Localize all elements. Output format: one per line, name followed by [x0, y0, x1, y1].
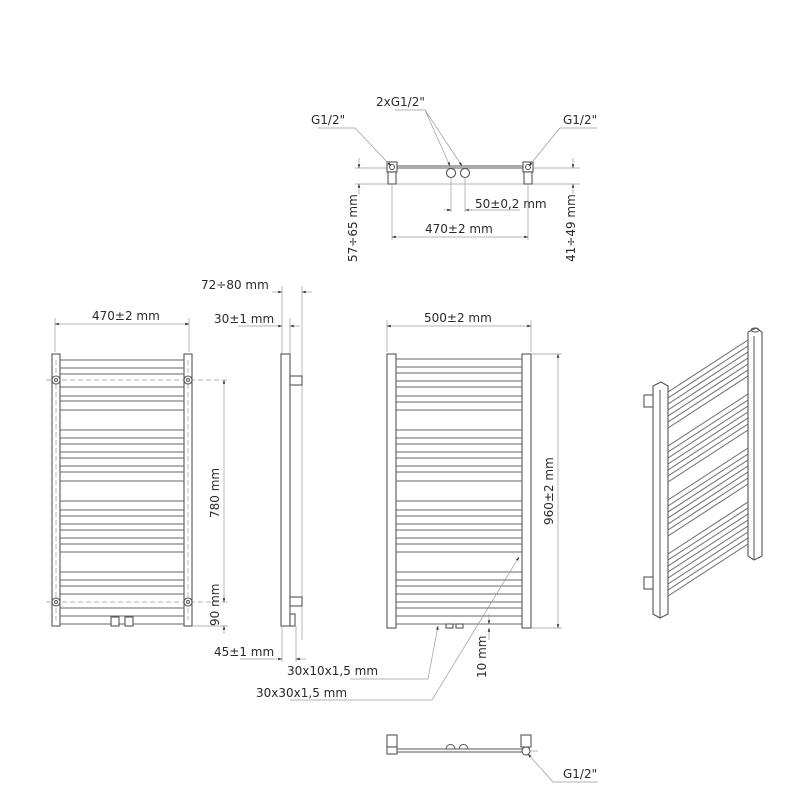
back-valve-2: [455, 623, 464, 629]
valve-left: [110, 616, 120, 627]
back-left-upright: [386, 353, 397, 629]
bottom-valve-2-icon: [458, 744, 469, 750]
label-45mm: 45±1 mm: [214, 645, 274, 659]
side-bracket-bottom: [289, 596, 303, 607]
front-bars: [60, 359, 184, 625]
bottom-left-bracket: [386, 734, 398, 748]
label-960mm: 960±2 mm: [542, 457, 556, 525]
front-view: 470±2 mm: [46, 309, 228, 634]
top-view: G1/2" 2xG1/2" G1/2" 50±0,2 mm 470±2 mm 5…: [311, 95, 597, 262]
label-left-g12: G1/2": [311, 113, 345, 127]
back-right-upright: [521, 353, 532, 629]
label-780mm: 780 mm: [208, 468, 222, 518]
label-g12-bottom: G1/2": [563, 767, 597, 781]
label-30x10: 30x10x1,5 mm: [287, 664, 378, 678]
side-valve: [289, 613, 296, 627]
label-41-49mm: 41÷49 mm: [564, 194, 578, 262]
back-bars: [396, 358, 522, 625]
bottom-right-bracket: [520, 734, 532, 748]
side-view: 72÷80 mm 30±1 mm 45±1 mm: [201, 278, 312, 662]
right-mount: [523, 171, 533, 185]
label-30x30: 30x30x1,5 mm: [256, 686, 347, 700]
label-72-80mm: 72÷80 mm: [201, 278, 269, 292]
label-90mm: 90 mm: [208, 584, 222, 626]
side-bracket-top: [289, 375, 303, 386]
iso-bars: [667, 339, 749, 597]
side-upright: [280, 353, 291, 627]
bottom-connection-icon: [521, 746, 531, 756]
center-connection-1-icon: [445, 167, 457, 179]
left-mount: [387, 171, 397, 185]
iso-bracket-bottom: [643, 576, 654, 590]
label-2xg12: 2xG1/2": [376, 95, 425, 109]
bottom-valve-1-icon: [445, 744, 456, 750]
label-50mm: 50±0,2 mm: [475, 197, 547, 211]
back-view: 500±2 mm: [256, 311, 562, 701]
right-connection-icon: [525, 164, 531, 170]
label-470mm-top: 470±2 mm: [425, 222, 493, 236]
iso-bracket-top: [643, 394, 654, 408]
mount-bottom-left-icon: [51, 597, 61, 607]
right-bracket: [522, 161, 534, 173]
mount-top-right-icon: [183, 375, 193, 385]
left-connection-icon: [389, 164, 395, 170]
label-right-g12: G1/2": [563, 113, 597, 127]
bottom-view: G1/2": [386, 734, 598, 783]
label-10mm: 10 mm: [475, 636, 489, 678]
label-30mm: 30±1 mm: [214, 312, 274, 326]
center-connection-2-icon: [459, 167, 471, 179]
mount-bottom-right-icon: [183, 597, 193, 607]
valve-right: [124, 616, 134, 627]
label-470mm-front: 470±2 mm: [92, 309, 160, 323]
back-valve-1: [445, 623, 454, 629]
label-500mm: 500±2 mm: [424, 311, 492, 325]
bottom-left-mount: [386, 746, 398, 755]
mount-top-left-icon: [51, 375, 61, 385]
label-57-65mm: 57÷65 mm: [346, 194, 360, 262]
isometric-view: [643, 327, 763, 619]
